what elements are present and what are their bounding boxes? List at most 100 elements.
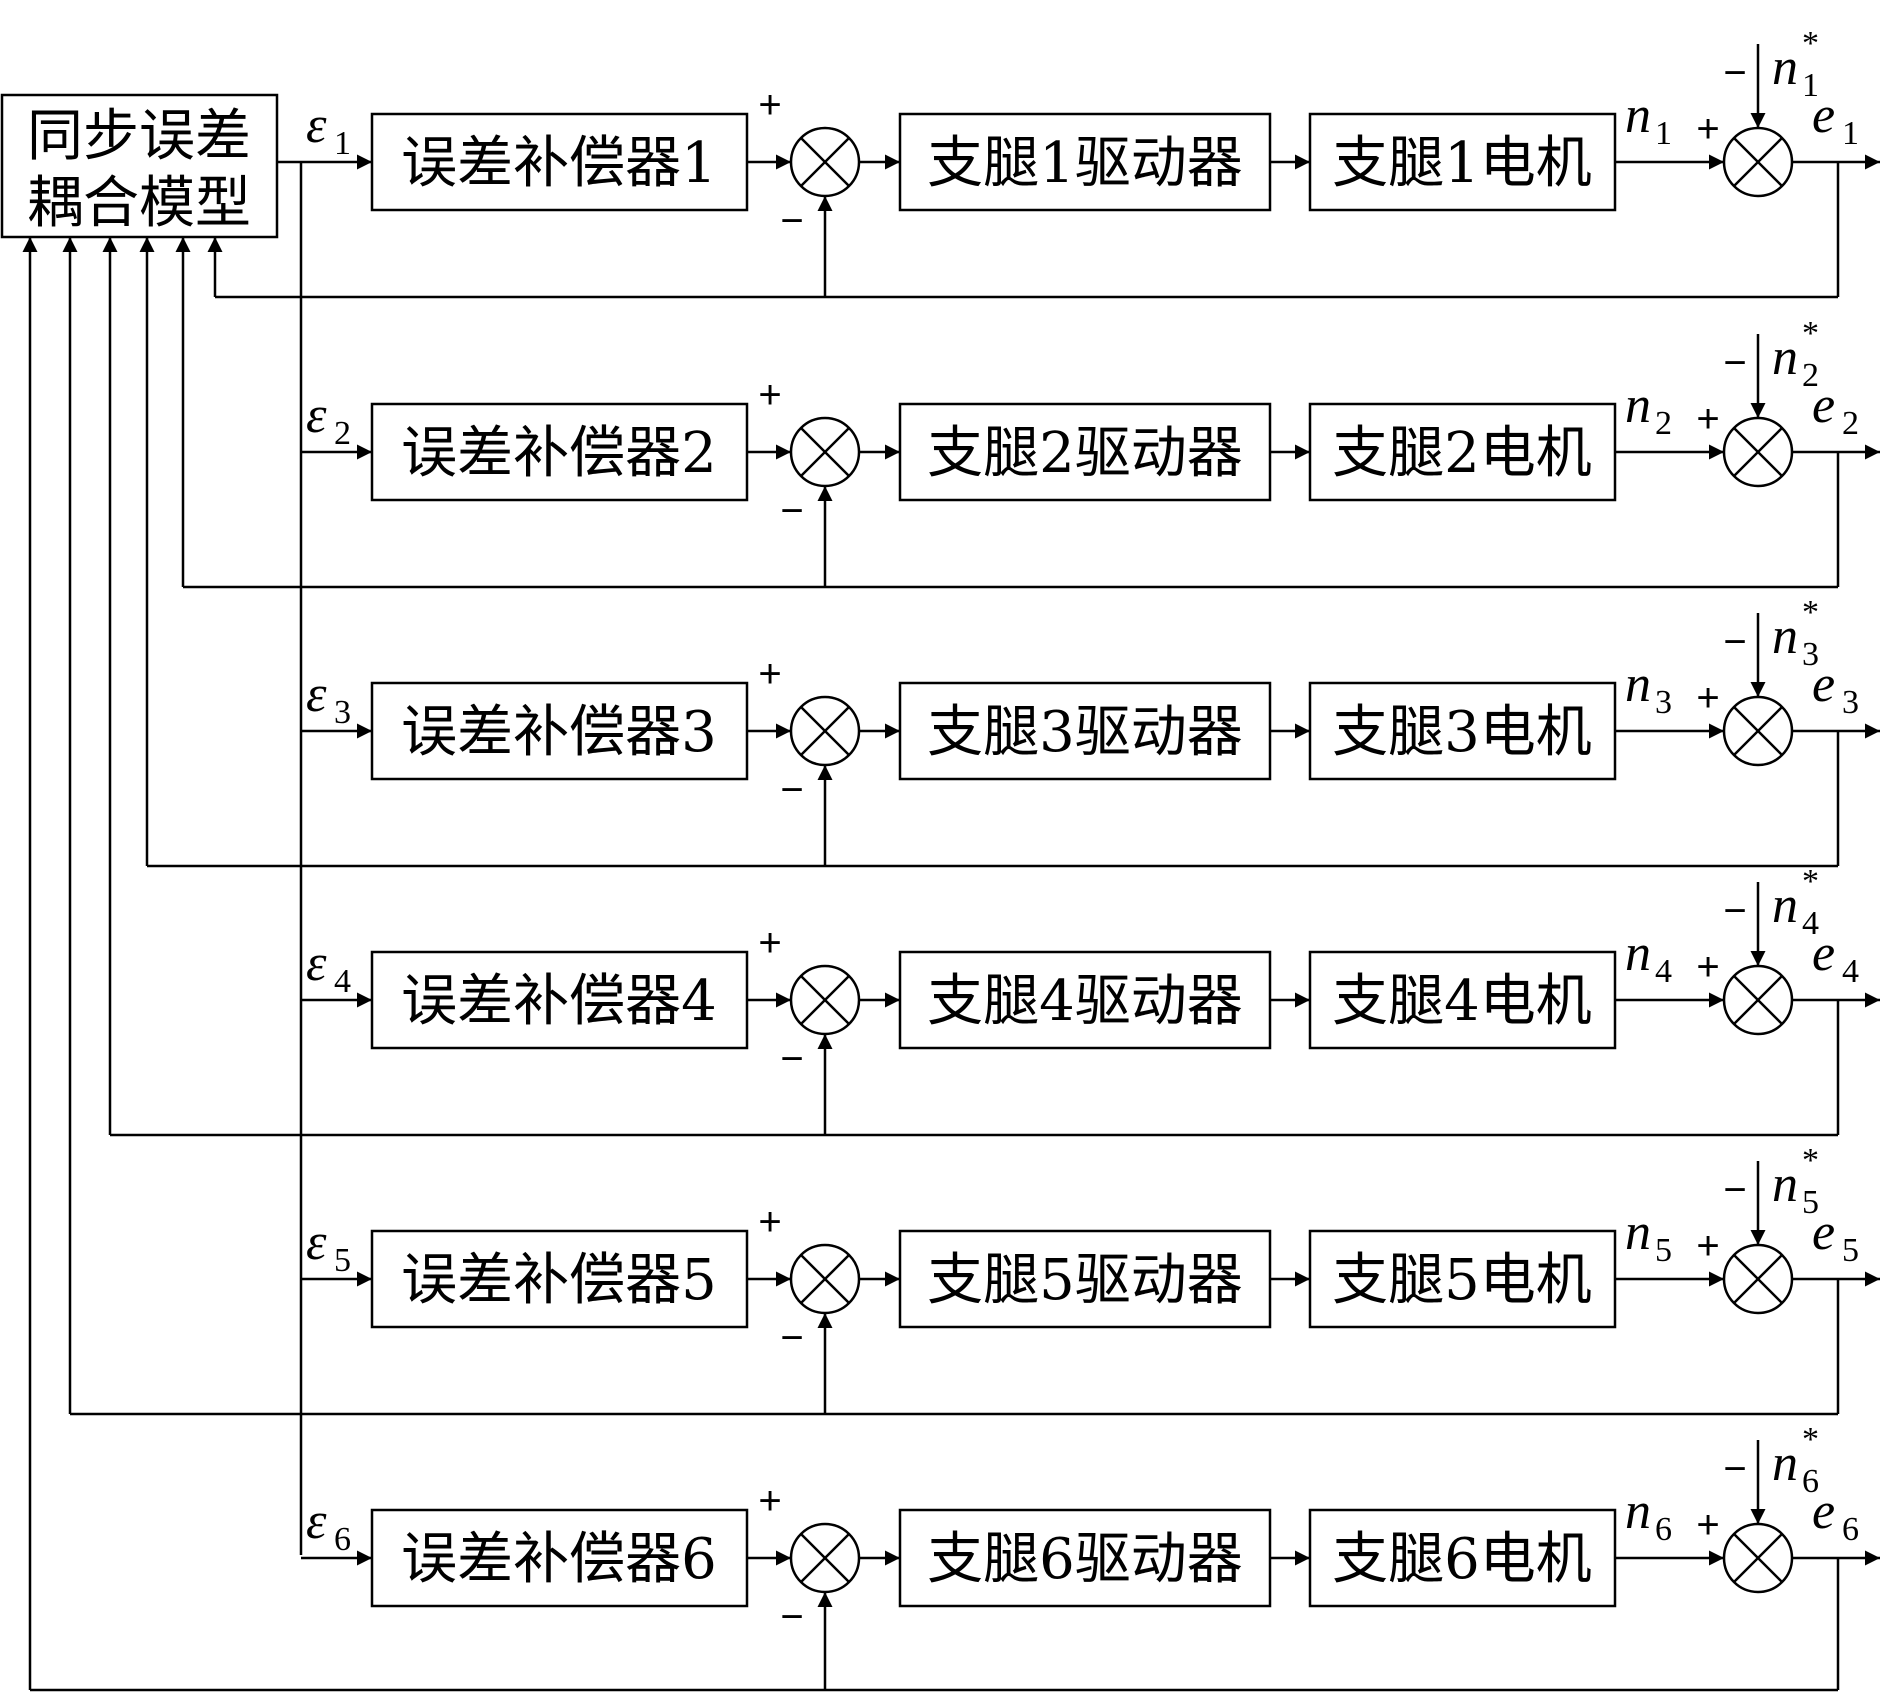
e-2-subscript: 2 — [1842, 405, 1859, 442]
n-star-3-subscript: 3 — [1802, 636, 1819, 673]
coupling-model-title-line1: 同步误差 — [27, 104, 251, 169]
coupling-model-title-line2: 耦合模型 — [27, 171, 251, 236]
n-4-symbol: n — [1625, 925, 1651, 982]
n-3-symbol: n — [1625, 656, 1651, 713]
summing-junction-cross — [800, 975, 850, 1025]
sum1-plus-sign: + — [758, 1200, 781, 1244]
e-6-subscript: 6 — [1842, 1511, 1859, 1548]
e-1-subscript: 1 — [1842, 115, 1859, 152]
compensator-label-1: 误差补偿器1 — [401, 131, 717, 196]
sum1-plus-sign: + — [758, 1479, 781, 1523]
summing-junction-2-row-1 — [1722, 126, 1794, 198]
n-star-1-subscript: 1 — [1802, 67, 1819, 104]
summing-junction-cross — [800, 137, 850, 187]
n-star-2-star: * — [1802, 315, 1819, 352]
summing-junction-cross — [1733, 427, 1783, 477]
e-4-symbol: e — [1812, 925, 1835, 982]
driver-label-3: 支腿3驱动器 — [927, 700, 1243, 765]
n-star-6-subscript: 6 — [1802, 1463, 1819, 1500]
sum2-minus-sign: − — [1723, 1168, 1746, 1212]
epsilon-6-subscript: 6 — [334, 1521, 351, 1558]
n-2-symbol: n — [1625, 377, 1651, 434]
compensator-block-4 — [370, 950, 749, 1050]
motor-label-3: 支腿3电机 — [1332, 700, 1592, 765]
sum2-minus-sign: − — [1723, 889, 1746, 933]
compensator-label-6: 误差补偿器6 — [401, 1527, 717, 1592]
driver-label-6: 支腿6驱动器 — [927, 1527, 1243, 1592]
n-star-2-subscript: 2 — [1802, 357, 1819, 394]
summing-junction-cross — [800, 1533, 850, 1583]
compensator-label-2: 误差补偿器2 — [401, 421, 717, 486]
sum1-minus-sign: − — [780, 1316, 803, 1360]
n-star-4-symbol: n — [1772, 877, 1798, 934]
summing-junction-cross — [1733, 975, 1783, 1025]
summing-junction-1-row-1 — [789, 126, 861, 198]
driver-label-5: 支腿5驱动器 — [927, 1248, 1243, 1313]
n-star-5-star: * — [1802, 1142, 1819, 1179]
summing-junction-1-row-5 — [789, 1243, 861, 1315]
sum2-plus-sign: + — [1696, 107, 1719, 151]
motor-block-5 — [1308, 1229, 1617, 1329]
summing-junction-2-row-2 — [1722, 416, 1794, 488]
motor-label-2: 支腿2电机 — [1332, 421, 1592, 486]
sum2-minus-sign: − — [1723, 1447, 1746, 1491]
n-3-subscript: 3 — [1655, 684, 1672, 721]
n-star-2-symbol: n — [1772, 329, 1798, 386]
motor-label-4: 支腿4电机 — [1332, 969, 1592, 1034]
summing-junction-2-row-6 — [1722, 1522, 1794, 1594]
sum1-minus-sign: − — [780, 1595, 803, 1639]
compensator-block-6 — [370, 1508, 749, 1608]
e-3-symbol: e — [1812, 656, 1835, 713]
epsilon-3-subscript: 3 — [334, 694, 351, 731]
summing-junction-cross — [1733, 1533, 1783, 1583]
sum1-minus-sign: − — [780, 768, 803, 812]
n-star-1-star: * — [1802, 25, 1819, 62]
summing-junction-cross — [1733, 1254, 1783, 1304]
sum1-minus-sign: − — [780, 199, 803, 243]
n-star-5-symbol: n — [1772, 1156, 1798, 1213]
driver-label-1: 支腿1驱动器 — [927, 131, 1243, 196]
n-6-symbol: n — [1625, 1483, 1651, 1540]
motor-label-6: 支腿6电机 — [1332, 1527, 1592, 1592]
driver-block-1 — [898, 112, 1272, 212]
n-1-symbol: n — [1625, 87, 1651, 144]
motor-block-6 — [1308, 1508, 1617, 1608]
epsilon-5-subscript: 5 — [334, 1242, 351, 1279]
sum1-plus-sign: + — [758, 373, 781, 417]
summing-junction-cross — [800, 427, 850, 477]
epsilon-4-subscript: 4 — [334, 963, 351, 1000]
n-4-subscript: 4 — [1655, 953, 1672, 990]
motor-label-5: 支腿5电机 — [1332, 1248, 1592, 1313]
n-star-1-symbol: n — [1772, 39, 1798, 96]
driver-label-4: 支腿4驱动器 — [927, 969, 1243, 1034]
n-1-subscript: 1 — [1655, 115, 1672, 152]
sum1-minus-sign: − — [780, 489, 803, 533]
summing-junction-cross — [1733, 137, 1783, 187]
sum2-minus-sign: − — [1723, 620, 1746, 664]
driver-block-5 — [898, 1229, 1272, 1329]
e-2-symbol: e — [1812, 377, 1835, 434]
n-6-subscript: 6 — [1655, 1511, 1672, 1548]
sum2-plus-sign: + — [1696, 676, 1719, 720]
n-star-3-star: * — [1802, 594, 1819, 631]
compensator-block-3 — [370, 681, 749, 781]
epsilon-1-symbol: ε — [306, 97, 327, 154]
coupling-model-block: 同步误差 耦合模型 — [0, 93, 279, 239]
summing-junction-2-row-4 — [1722, 964, 1794, 1036]
sum2-plus-sign: + — [1696, 945, 1719, 989]
driver-block-4 — [898, 950, 1272, 1050]
summing-junction-1-row-3 — [789, 695, 861, 767]
e-5-symbol: e — [1812, 1204, 1835, 1261]
sum2-plus-sign: + — [1696, 397, 1719, 441]
epsilon-2-subscript: 2 — [334, 415, 351, 452]
summing-junction-cross — [1733, 706, 1783, 756]
epsilon-4-symbol: ε — [306, 935, 327, 992]
summing-junction-2-row-5 — [1722, 1243, 1794, 1315]
